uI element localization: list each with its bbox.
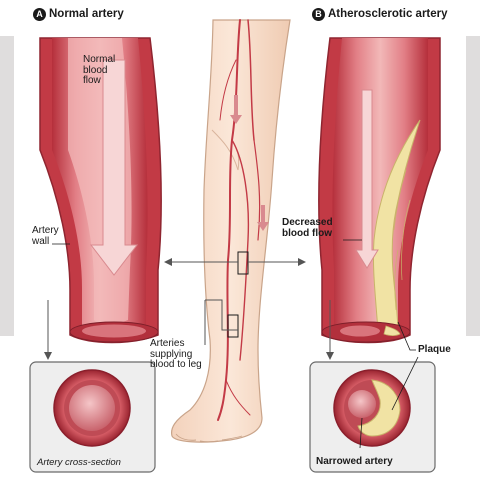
arteries-supplying-label: Arteries supplying blood to leg — [150, 338, 202, 370]
narrowed-cross-section — [333, 369, 411, 447]
leg-box-upper — [237, 251, 249, 275]
panel-b-title: B Atherosclerotic artery — [312, 8, 448, 21]
decreased-flow-arrow — [355, 89, 379, 269]
plaque-leader — [397, 321, 416, 351]
leg-illustration — [170, 19, 291, 443]
normal-artery-vessel — [39, 37, 163, 344]
panel-b-title-text: Atherosclerotic artery — [328, 8, 448, 21]
narrowed-artery-label: Narrowed artery — [316, 456, 393, 467]
panel-a-badge: A — [33, 8, 46, 21]
normal-flow-label: Normal blood flow — [83, 54, 116, 86]
panel-a-title-text: Normal artery — [49, 8, 124, 21]
plaque-label: Plaque — [418, 344, 451, 355]
leg-box-lower — [227, 314, 239, 338]
atherosclerotic-artery-vessel — [317, 37, 441, 344]
panel-b-badge: B — [312, 8, 325, 21]
normal-flow-arrow — [89, 59, 139, 276]
leg-flow-arrows — [230, 95, 269, 231]
normal-cross-section — [53, 369, 131, 447]
cross-section-caption: Artery cross-section — [37, 457, 121, 468]
panel-connectors — [164, 258, 306, 331]
artery-wall-label: Artery wall — [32, 225, 59, 247]
decreased-flow-label: Decreased blood flow — [282, 217, 333, 239]
panel-a-title: A Normal artery — [33, 8, 124, 21]
